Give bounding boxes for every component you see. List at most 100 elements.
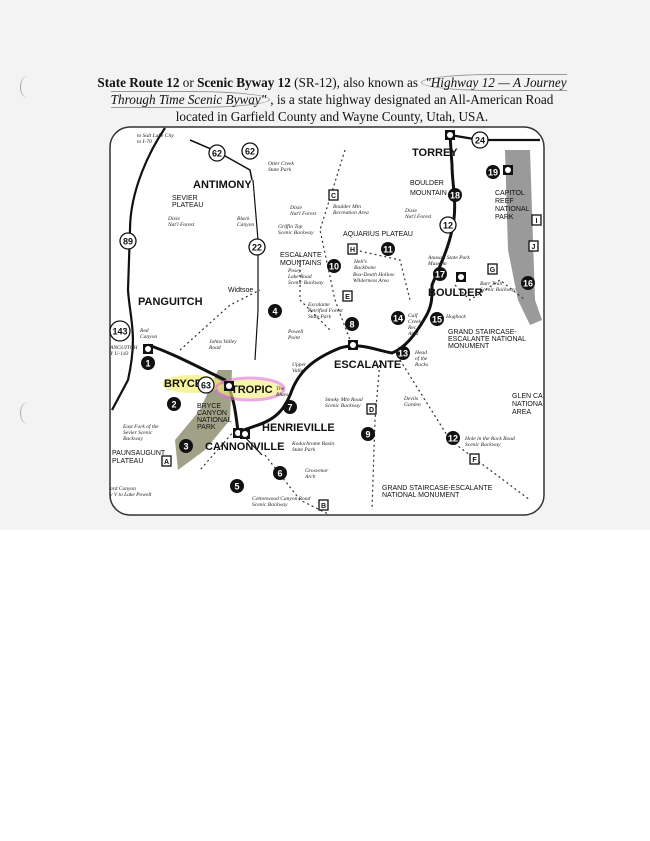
place-label-head-rocks: Rocks [414,362,428,368]
place-label-hole-rock: Scenic Backway [465,442,501,448]
region-label-paunsaugunt: PAUNSAUGUNT [112,450,166,457]
place-label-the-blues: The [276,386,285,392]
caption-text: (SR-12), also known as [290,75,422,90]
backway-letter: G [490,267,496,274]
region-label-gsenm-south: NATIONAL MONUMENT [382,492,460,499]
place-label-burr-trail: Scenic Backway [480,287,516,293]
place-label-smoky-mtn: Scenic Backway [325,403,361,409]
place-label-hells-backbone: Backbone [354,265,376,271]
route-number: 63 [201,381,211,391]
stop-marker-9 [361,427,375,441]
backway-letter: B [321,503,326,510]
place-label-east-fork: Backway [123,436,143,442]
stop-marker-13 [396,346,410,360]
stop-number: 11 [383,245,393,255]
town-label-torrey: TORREY [412,147,458,159]
region-label-bryce-canyon: NATIONAL [197,417,232,424]
backway-letter: I [536,218,538,225]
info-icon-glyph [145,346,151,352]
town-label-tropic: TROPIC [231,384,273,396]
route-number: 24 [475,136,485,146]
stop-marker-1 [141,356,155,370]
place-label-upper-valley: Valley [292,368,306,374]
place-label-red-canyon: Canyon [140,334,157,340]
place-label-powell-point: Point [287,335,300,341]
place-label-devils-garden: Garden [404,402,421,408]
caption-route-name: State Route 12 [97,75,180,90]
place-label-dixie: Nat'l Forest [289,211,317,217]
us-89-road [111,127,166,411]
route-number: 22 [252,243,262,253]
stop-number: 1 [145,359,150,369]
region-label-sevier-plateau: SEVIER [172,195,198,202]
place-label-kodachrome: Kodachrome Basin [291,441,334,447]
place-label-east-fork: Sevier Scenic [123,430,153,436]
stop-marker-17 [433,267,447,281]
stop-marker-3 [179,439,193,453]
route-number: 89 [123,237,133,247]
stop-number: 5 [234,482,239,492]
backway-letter: C [331,193,336,200]
stop-marker-2 [167,397,181,411]
place-label-calf-creek: Rec [407,325,417,331]
stop-number: 4 [272,307,277,317]
place-label-lake-powell: ard Canyon [110,486,136,492]
caption-byway-name: Scenic Byway 12 [197,75,291,90]
route-shield-24 [471,131,489,149]
place-label-powell-point: Powell [287,329,304,335]
backway-marker-D [366,403,377,415]
region-label-capitol-reef: PARK [495,214,514,221]
region-label-boulder-mountain: BOULDER [410,180,444,187]
place-label-otter-creek: State Park [268,167,292,173]
stop-number: 9 [365,430,370,440]
place-label-east-fork: East Fork of the [122,423,159,430]
info-icon-glyph [505,167,511,173]
region-label-glen-canyon: NATIONA [512,401,543,408]
backway-marker-J [528,240,539,252]
place-label-calf-creek: Area [407,331,419,337]
place-label-grosvenor: Grosvenor [305,468,329,474]
town-label-escalante: ESCALANTE [334,359,401,371]
place-label-posey-lake: Scenic Backway [288,280,324,286]
place-label-the-blues: Blues [276,392,288,398]
town-label-panguitch: PANGUITCH [138,296,203,308]
region-label-gsenm-north: MONUMENT [448,343,490,350]
stop-number: 8 [349,320,354,330]
caption-text: , is a state highway designated an All-A… [175,92,554,124]
stop-marker-8 [345,317,359,331]
info-icon-glyph [226,383,232,389]
place-label-calf-creek: Creek [408,319,421,325]
place-label-dixie: Nat'l Forest [404,214,432,220]
region-label-aquarius-plateau: AQUARIUS PLATEAU [343,231,413,238]
stop-marker-19 [486,165,500,179]
place-label-griffin-top: Scenic Backway [278,230,314,236]
place-label-box-death: Box-Death Hollow [353,272,395,278]
backway-letter: F [472,457,477,464]
region-label-escalante-mountains: MOUNTAINS [280,260,322,267]
backway-letter: D [369,407,374,414]
stop-marker-14 [391,311,405,325]
place-label-devils-garden: Devils [403,396,418,402]
place-label-hells-backbone: Hell's [353,259,367,265]
region-label-capitol-reef: NATIONAL [495,206,530,213]
town-label-widtsoe: Widtsoe [228,287,253,294]
region-label-glen-canyon: GLEN CA [512,393,543,400]
stop-number: 10 [329,262,339,272]
backway-letter: J [532,244,536,251]
town-label-boulder: BOULDER [428,287,482,299]
town-label-cannonville: CANNONVILLE [205,441,284,453]
stop-number: 19 [488,168,498,178]
place-label-panguitch-u143: ANGUITCH [109,345,139,351]
stop-number: 7 [287,403,292,413]
region-label-escalante-mountains: ESCALANTE [280,252,322,259]
place-label-salt-lake: to Salt Lake City [137,133,174,139]
stop-number: 17 [435,270,445,280]
route-shield-22 [248,238,266,256]
place-label-red-canyon: Red [139,328,149,334]
place-label-petrified: State Park [308,314,332,320]
backway-marker-I [531,214,542,226]
place-label-upper-valley: Upper [292,362,307,368]
place-label-burr-trail: Burr Trail [480,281,503,287]
stop-number: 13 [398,349,408,359]
